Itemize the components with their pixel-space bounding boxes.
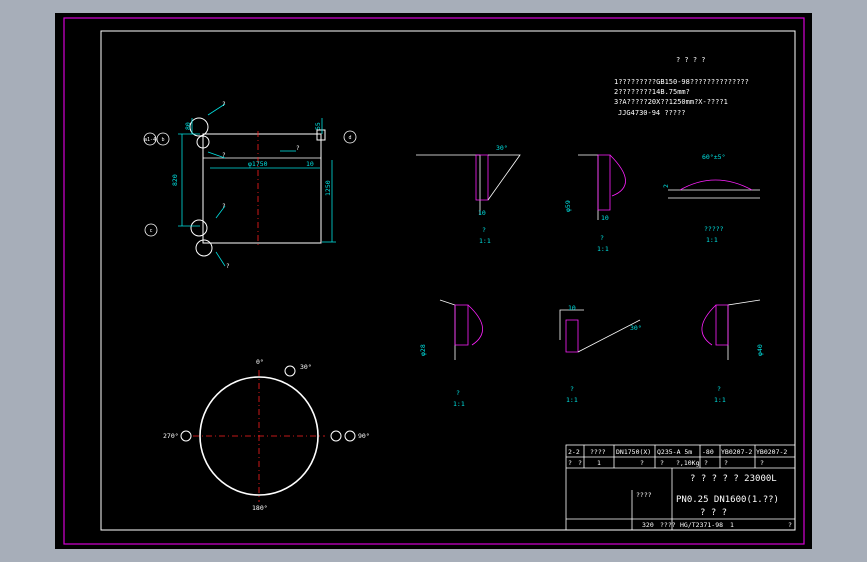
nozzle-top-left: [189, 117, 209, 137]
detail1-weld: 10: [478, 209, 486, 217]
tb-company: ????: [636, 491, 652, 499]
tb-title-3: ? ? ?: [700, 508, 727, 518]
notes-line-3: 3?A?????20X??1250mm?X-????1: [614, 98, 728, 106]
angle-0: 0°: [256, 358, 264, 366]
tb-r2-c5: ?: [660, 459, 664, 467]
detail5-scale: 1:1: [566, 396, 578, 404]
mark-a: a1-4: [144, 137, 156, 143]
front-view: φ1750 10 820 1250 80 55 ? ? ? ? ? a1-4 b…: [143, 101, 357, 270]
tb-title-1: ? ? ? ? ? 23000L: [690, 474, 777, 484]
detail6-scale: 1:1: [714, 396, 726, 404]
tb-r1-c4: Q235-A 5m: [657, 448, 692, 456]
front-callout-5: ?: [226, 263, 230, 270]
plan-view: 0° 30° 90° 180° 270°: [163, 358, 370, 512]
tb-r1-c3: DN1750(X): [616, 448, 651, 456]
nozzle-top-left-2: [196, 135, 210, 149]
title-block-text: 2-2 ???? DN1750(X) Q235-A 5m -80 YB0207-…: [568, 448, 792, 529]
tb-bottom-2: ????: [660, 521, 676, 529]
front-dim-10: 10: [306, 160, 314, 168]
front-right-dim-label: 1250: [324, 180, 332, 196]
detail3-dim2: 2: [662, 184, 670, 188]
detail5-weld: 10: [568, 304, 576, 312]
angle-90: 90°: [358, 432, 370, 440]
angle-30: 30°: [300, 363, 312, 371]
tb-r2-c9: ?: [760, 459, 764, 467]
tb-bottom-3: HG/T2371-98: [680, 521, 723, 529]
tb-bottom-5: ?: [788, 521, 792, 529]
mark-balloon-1: [143, 132, 157, 146]
detail1-scale: 1:1: [479, 237, 491, 245]
tb-r1-c7: YB0207-2: [756, 448, 787, 456]
front-dim-55: 55: [314, 122, 322, 130]
nozzle-right: [316, 129, 326, 141]
tb-bottom-4: 1: [730, 521, 734, 529]
detail2-q: ?: [600, 234, 604, 242]
detail3-angle: 60°±5°: [702, 153, 725, 161]
detail4-dia: φ28: [419, 344, 427, 356]
detail5-angle: 30°: [630, 324, 642, 332]
nozzle-bottom-left-2: [195, 239, 213, 257]
tb-bottom-1: 320: [642, 521, 654, 529]
technical-notes: ? ? ? ? 1?????????GB150-98??????????????…: [614, 56, 749, 117]
tb-r2-c3: 1: [597, 459, 601, 467]
front-dia-label: φ1750: [248, 160, 268, 168]
detail6-q: ?: [717, 385, 721, 393]
mark-balloon-2: [156, 132, 170, 146]
mark-balloon-4: [144, 223, 158, 237]
inner-frame: [100, 30, 796, 531]
angle-270: 270°: [163, 432, 179, 440]
detail-labels: 10 30° ? 1:1 φ59 10 ? 1:1 60°±5° 2 ?????…: [419, 144, 764, 408]
front-callout-2: ?: [222, 152, 226, 159]
notes-heading: ? ? ? ?: [676, 56, 706, 64]
front-callout-4: ?: [222, 203, 226, 210]
detail2-dia: φ59: [564, 200, 572, 212]
plan-shell: [199, 376, 319, 496]
detail1-q: ?: [482, 226, 486, 234]
detail2-scale: 1:1: [597, 245, 609, 253]
detail3-scale: 1:1: [706, 236, 718, 244]
detail3-under: ?????: [704, 225, 724, 233]
tb-r1-c2: ????: [590, 448, 606, 456]
title-block: [565, 444, 796, 531]
tb-r1-c1: 2-2: [568, 448, 580, 456]
tb-r2-c8: ?: [724, 459, 728, 467]
detail1-angle: 30°: [496, 144, 508, 152]
tb-r2-c7: ?: [704, 459, 708, 467]
angle-180: 180°: [252, 504, 268, 512]
mark-b: b: [161, 137, 164, 143]
detail5-q: ?: [570, 385, 574, 393]
notes-line-2: 2????????14B.75mm?: [614, 88, 690, 96]
tb-r1-c6: YB0207-2: [721, 448, 752, 456]
detail4-scale: 1:1: [453, 400, 465, 408]
weld-details: [416, 154, 761, 360]
drawing-sheet: [55, 13, 812, 549]
detail6-dia: φ40: [756, 344, 764, 356]
tank-body: [202, 133, 322, 244]
tb-r2-c1: ?: [568, 459, 572, 467]
mark-c: c: [149, 228, 152, 234]
notes-line-1: 1?????????GB150-98??????????????: [614, 78, 749, 86]
tb-r2-c4: ?: [640, 459, 644, 467]
front-callout-1: ?: [222, 101, 226, 108]
front-height-label: 820: [171, 174, 179, 186]
outer-frame: [63, 17, 805, 545]
mark-balloon-3: [343, 130, 357, 144]
notes-line-4: JJG4730-94 ?????: [618, 109, 685, 117]
front-dim-80: 80: [184, 122, 192, 130]
mark-d: d: [348, 135, 351, 141]
tb-r2-c6: ?,10Kg: [676, 459, 700, 467]
tb-r1-c5: -80: [702, 448, 714, 456]
tb-title-2: PN0.25 DN1600(1.??): [676, 495, 779, 505]
detail2-weld: 10: [601, 214, 609, 222]
detail4-q: ?: [456, 389, 460, 397]
nozzle-bottom-left: [190, 219, 208, 237]
front-callout-3: ?: [296, 145, 300, 152]
tb-r2-c2: ?: [578, 459, 582, 467]
